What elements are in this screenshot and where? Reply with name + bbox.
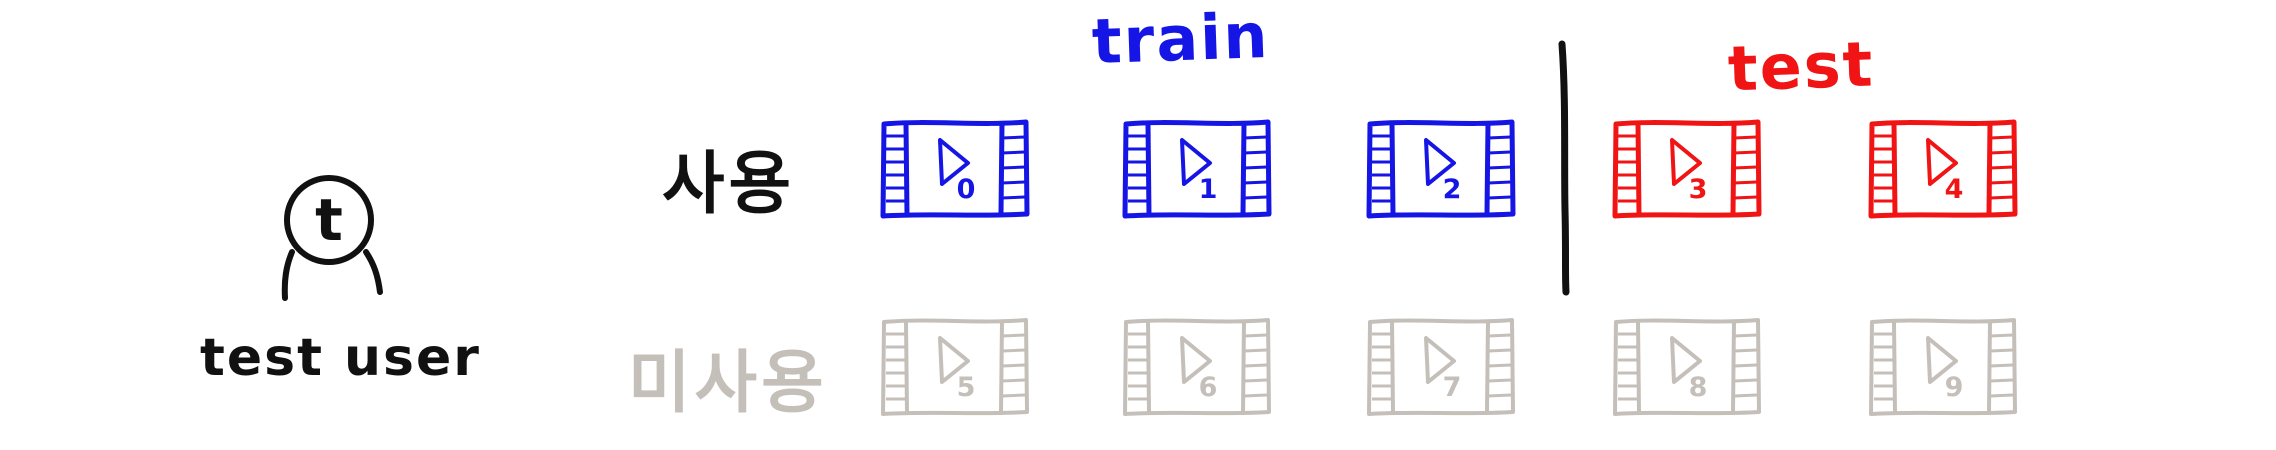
video-8: 8 (1612, 316, 1762, 418)
train-test-divider (1558, 40, 1570, 296)
video-frame-icon: 7 (1367, 318, 1515, 416)
video-frame-icon: 6 (1123, 318, 1271, 416)
video-4: 4 (1868, 118, 2018, 220)
video-frame-icon: 5 (881, 318, 1029, 416)
video-number: 0 (957, 174, 976, 205)
video-6: 6 (1122, 316, 1272, 418)
train-title: train (1090, 0, 1271, 79)
video-frame-icon: 1 (1122, 119, 1272, 219)
row-label-unused: 미사용 (628, 344, 828, 423)
video-number: 3 (1689, 174, 1708, 205)
test-title: test (1726, 27, 1876, 106)
video-1: 1 (1122, 118, 1272, 220)
video-number: 8 (1689, 372, 1708, 403)
video-5: 5 (880, 316, 1030, 418)
user-head (284, 175, 374, 265)
video-number: 5 (957, 372, 976, 403)
video-frame-icon: 9 (1869, 318, 2017, 416)
video-number: 4 (1945, 174, 1964, 205)
video-frame-icon: 2 (1366, 119, 1516, 219)
video-9: 9 (1868, 316, 2018, 418)
user-initial: t (315, 186, 343, 254)
video-frame-icon: 0 (880, 119, 1030, 219)
user-body-left (281, 249, 295, 301)
row-label-used: 사용 (662, 145, 796, 224)
user-figure: t (281, 175, 383, 301)
video-2: 2 (1366, 118, 1516, 220)
video-number: 9 (1945, 372, 1964, 403)
video-number: 6 (1199, 372, 1218, 403)
video-frame-icon: 4 (1868, 119, 2018, 219)
video-3: 3 (1612, 118, 1762, 220)
video-number: 1 (1199, 174, 1218, 205)
video-number: 2 (1443, 174, 1462, 205)
user-label: test user (200, 328, 481, 388)
user-body-right (363, 249, 383, 295)
video-number: 7 (1443, 372, 1462, 403)
video-0: 0 (880, 118, 1030, 220)
video-7: 7 (1366, 316, 1516, 418)
video-frame-icon: 8 (1613, 318, 1761, 416)
video-frame-icon: 3 (1612, 119, 1762, 219)
